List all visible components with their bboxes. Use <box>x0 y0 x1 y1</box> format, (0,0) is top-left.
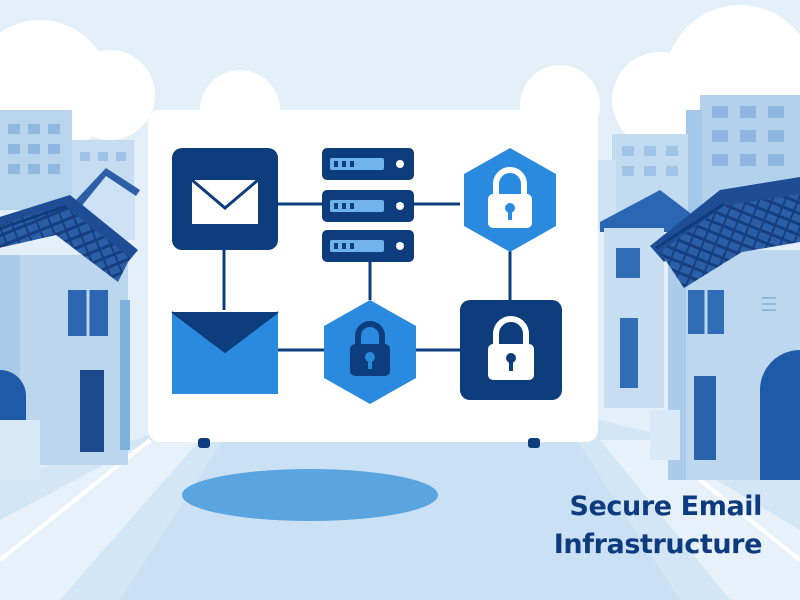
right-buildings <box>598 95 800 480</box>
board-shadow <box>182 469 438 521</box>
caption-line-1: Secure Email <box>569 491 762 522</box>
diagram-connectors <box>222 202 512 352</box>
left-buildings <box>0 110 140 480</box>
padlock-icon <box>488 316 534 380</box>
caption-line-2: Infrastructure <box>553 529 763 560</box>
lock-hex-node-middle <box>324 300 416 404</box>
mail-node-top <box>172 148 278 250</box>
caption-title: Secure Email Infrastructure <box>462 488 763 564</box>
lock-square-node-bottom <box>460 300 562 400</box>
mail-node-bottom <box>171 311 279 394</box>
lock-hex-node-top <box>464 148 556 252</box>
padlock-icon <box>350 321 390 376</box>
envelope-icon <box>171 311 279 394</box>
server-rack-icon <box>322 148 414 262</box>
server-node <box>322 148 414 262</box>
padlock-icon <box>488 167 532 228</box>
envelope-icon <box>191 178 259 224</box>
